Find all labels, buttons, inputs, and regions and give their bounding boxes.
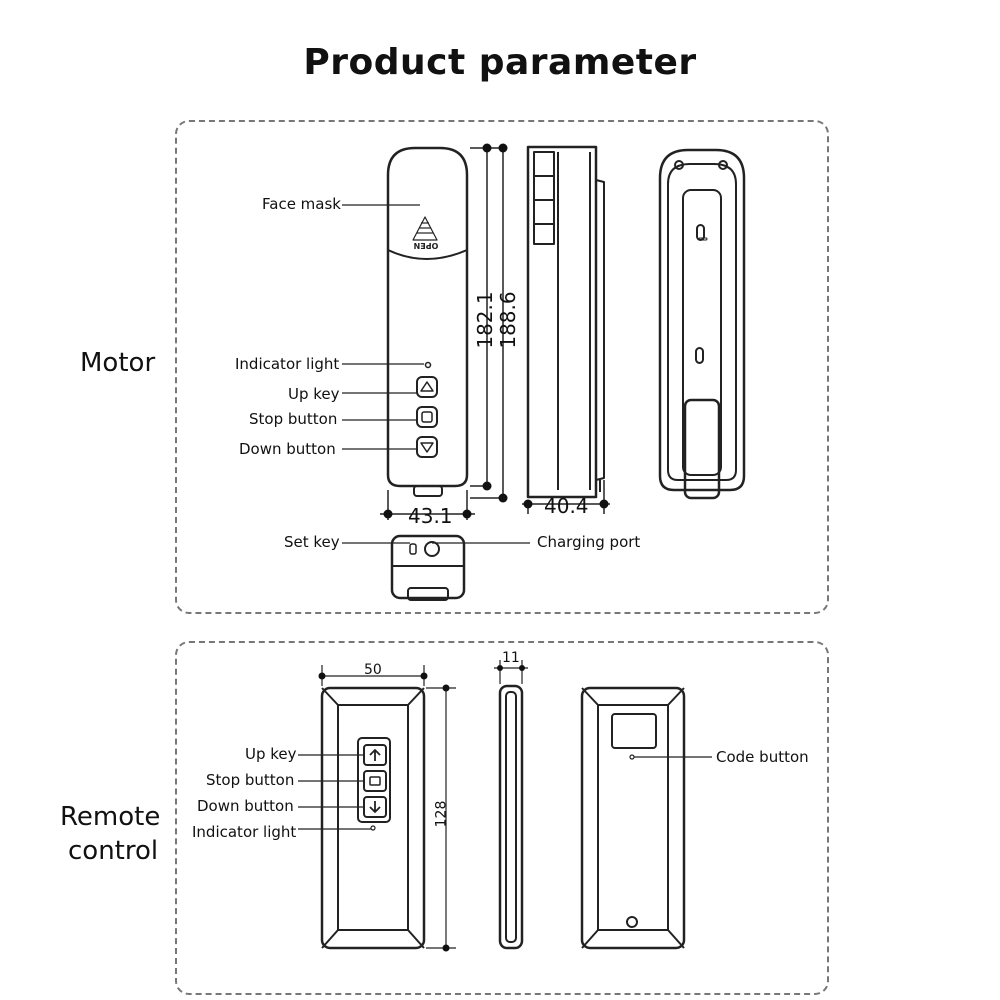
set-key-label: Set key [284, 533, 340, 551]
indicator-light-label: Indicator light [235, 355, 340, 373]
stop-key-button [416, 406, 438, 428]
open-icon [412, 216, 438, 241]
motor-bottom-connector [413, 485, 443, 497]
code-button-label: Code button [716, 748, 809, 766]
remote-section-label-line1: Remote [60, 802, 161, 832]
remote-side-view [498, 684, 524, 950]
motor-section-label: Motor [80, 348, 156, 378]
open-label: OPEN [414, 241, 439, 250]
indicator-light-dot [424, 361, 432, 369]
dim-depth-side: 40.4 [544, 494, 589, 518]
motor-front-body [386, 146, 469, 488]
face-mask-outline [387, 249, 468, 260]
remote-up-key-label: Up key [245, 745, 297, 763]
dim-height-inner: 182.1 [473, 291, 497, 349]
motor-front-view [386, 146, 469, 497]
remote-back-view [580, 686, 686, 950]
charging-port-label: Charging port [537, 533, 641, 551]
motor-side-view [526, 145, 605, 499]
remote-panel [175, 641, 829, 995]
remote-indicator-dot [370, 825, 376, 831]
dim-height-outer: 188.6 [496, 291, 520, 349]
motor-dimension-lines [380, 147, 610, 520]
dim-remote-width: 50 [364, 662, 382, 678]
dim-remote-height: 128 [433, 800, 450, 828]
up-key-label: Up key [288, 385, 340, 403]
dim-width-front: 43.1 [408, 504, 453, 528]
motor-bottom-view [390, 534, 466, 601]
motor-leader-lines [342, 204, 530, 544]
remote-front-view [320, 686, 426, 950]
page-title: Product parameter [303, 42, 697, 83]
remote-stop-key [363, 770, 387, 792]
motor-panel [175, 120, 829, 614]
up-key-button [416, 376, 438, 398]
down-key-button [416, 436, 438, 458]
face-mask-label: Face mask [262, 195, 341, 213]
down-button-label: Down button [239, 440, 336, 458]
remote-leader-lines [298, 754, 712, 830]
charging-port-circle [424, 541, 440, 557]
motor-back-view [658, 148, 746, 500]
remote-down-button-label: Down button [197, 797, 294, 815]
remote-section-label-line2: control [68, 836, 159, 866]
remote-indicator-light-label: Indicator light [192, 823, 297, 841]
stop-button-label: Stop button [249, 410, 338, 428]
dim-remote-thickness: 11 [502, 650, 520, 666]
remote-stop-button-label: Stop button [206, 771, 295, 789]
